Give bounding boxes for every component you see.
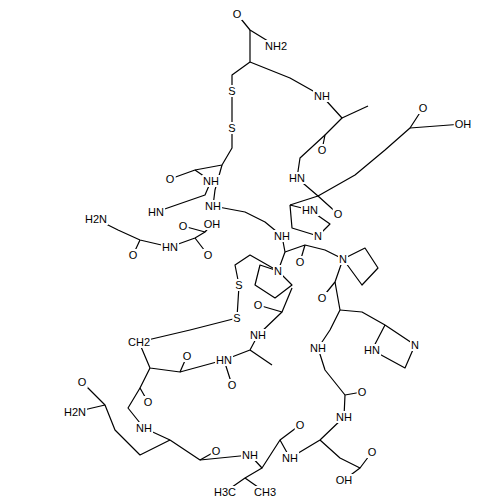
atom-label: O: [143, 396, 154, 408]
bond-line: [250, 350, 272, 365]
bond-line: [280, 392, 362, 458]
atom-label: NH: [335, 411, 353, 423]
atom-label: O: [333, 208, 344, 220]
atom-label: O: [227, 379, 238, 391]
bond-line: [290, 205, 330, 236]
atom-label: H2N: [63, 406, 87, 418]
atom-label: N: [273, 265, 283, 277]
atom-label: NH: [135, 422, 153, 434]
atom-label: O: [317, 292, 328, 304]
atom-label: HN: [288, 172, 306, 184]
atom-label: NH: [281, 452, 299, 464]
atom-label: OH: [454, 118, 473, 130]
atom-label: S: [234, 279, 243, 291]
atom-label: O: [211, 445, 222, 457]
bond-line: [318, 348, 345, 395]
bond-line: [170, 30, 250, 179]
bond-line: [170, 440, 216, 460]
bond-line: [340, 310, 385, 325]
atom-label: O: [317, 144, 328, 156]
atom-label: S: [232, 312, 241, 324]
atom-label: OH: [203, 218, 222, 230]
bond-line: [200, 425, 300, 468]
atom-label: OH: [335, 474, 354, 486]
bond-line: [213, 206, 282, 236]
bond-line: [343, 248, 378, 285]
bond-line: [342, 106, 368, 118]
atom-label: O: [295, 419, 306, 431]
atom-label: O: [182, 350, 193, 362]
atom-label: NH: [202, 175, 220, 187]
atom-label: HN: [147, 206, 165, 218]
atom-label: O: [203, 249, 214, 261]
atom-label: NH: [249, 329, 267, 341]
bond-line: [282, 288, 292, 312]
atom-label: N: [313, 230, 323, 242]
atom-label: H2N: [84, 213, 108, 225]
atom-label: O: [128, 249, 139, 261]
bond-line: [250, 62, 342, 150]
atom-label: S: [227, 85, 236, 97]
atom-label: NH2: [264, 40, 288, 52]
atom-label: HN: [301, 204, 319, 216]
atom-label: NH: [309, 342, 327, 354]
atom-label: O: [77, 376, 88, 388]
atom-label: N: [410, 339, 420, 351]
atom-label: O: [253, 299, 264, 311]
atom-label: O: [367, 446, 378, 458]
atom-label: N: [338, 253, 348, 265]
atom-label: O: [357, 386, 368, 398]
atom-label: O: [418, 102, 429, 114]
atom-label: O: [178, 220, 189, 232]
bond-line: [255, 265, 292, 298]
bond-line: [139, 318, 237, 372]
bond-line: [318, 108, 423, 196]
atom-label: CH3: [253, 486, 277, 498]
bond-line: [128, 388, 170, 440]
atom-label: NH: [313, 90, 331, 102]
bond-line: [82, 382, 170, 455]
atom-label: CH2: [127, 336, 151, 348]
atom-label: H3C: [213, 486, 237, 498]
atom-label: HN: [215, 354, 233, 366]
atom-label: O: [295, 256, 306, 268]
atom-label: NH: [241, 449, 259, 461]
atom-label: HN: [363, 344, 381, 356]
atom-label: HN: [161, 241, 179, 253]
bond-line: [320, 440, 372, 468]
bond-line: [285, 245, 343, 259]
atom-label: O: [165, 173, 176, 185]
atom-label: NH: [204, 200, 222, 212]
atom-label: S: [227, 122, 236, 134]
atom-label: O: [232, 8, 243, 20]
atom-label: NH: [273, 230, 291, 242]
